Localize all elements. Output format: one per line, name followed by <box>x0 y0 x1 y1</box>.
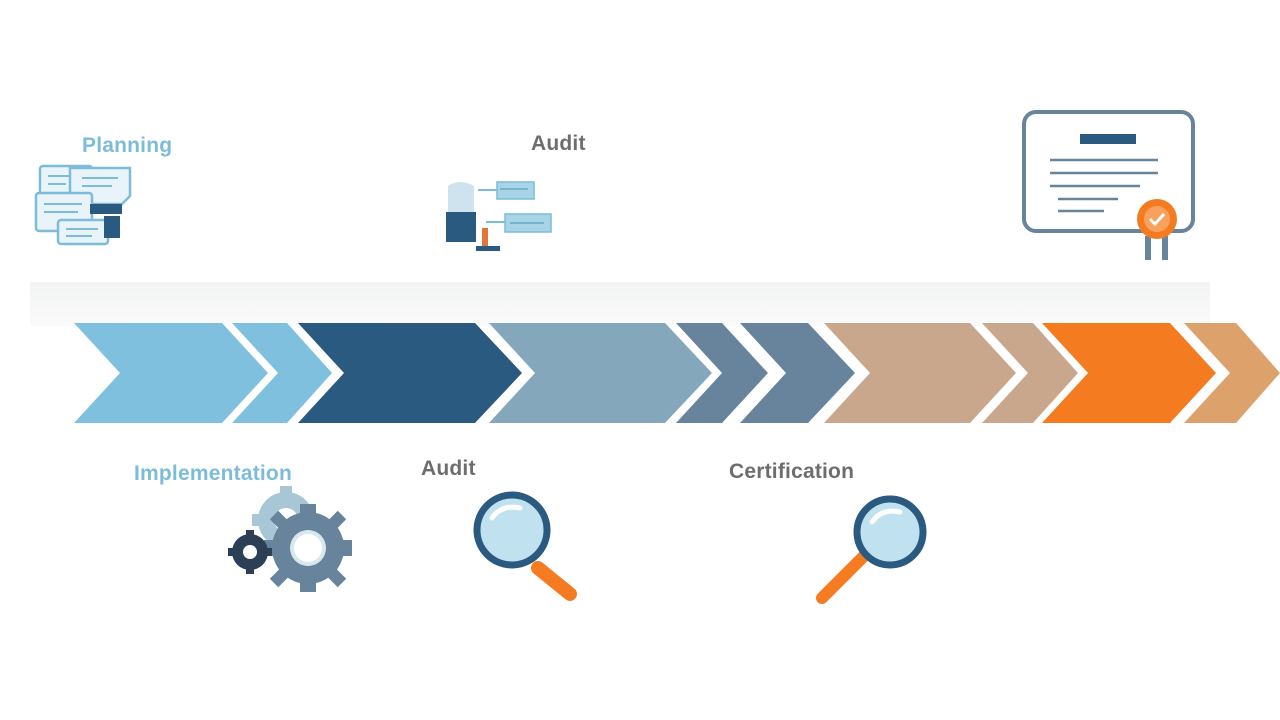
chevron-2 <box>232 323 332 423</box>
chevron-4 <box>489 323 712 423</box>
audit-bottom-label: Audit <box>421 457 476 480</box>
chevron-9 <box>1042 323 1216 423</box>
planning-label: Planning <box>82 134 173 157</box>
chevron-8 <box>982 323 1078 423</box>
certification-label: Certification <box>729 460 855 483</box>
chevron-7 <box>824 323 1016 423</box>
arrow-shadow-band <box>30 282 1210 326</box>
chevron-10 <box>1184 323 1280 423</box>
audit-top-label: Audit <box>531 132 586 155</box>
chevron-5 <box>676 323 768 423</box>
implementation-label: Implementation <box>134 462 292 485</box>
chevron-6 <box>740 323 855 423</box>
chevron-3 <box>298 323 522 423</box>
chevron-1 <box>74 323 268 423</box>
